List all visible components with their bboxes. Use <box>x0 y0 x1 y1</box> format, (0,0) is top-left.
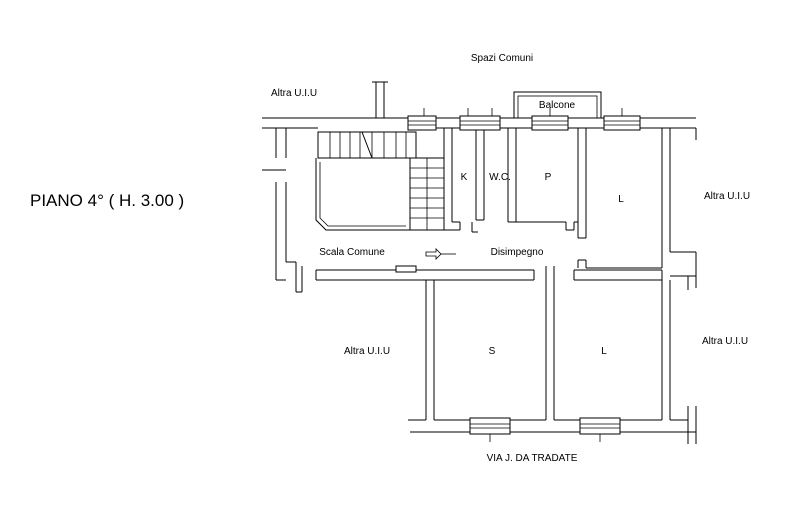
left-outer-wall <box>262 128 303 293</box>
label-balcone: Balcone <box>538 100 576 111</box>
staircase <box>315 131 445 231</box>
label-street: VIA J. DA TRADATE <box>486 453 578 464</box>
lower-rooms <box>408 280 697 444</box>
label-scala-comune: Scala Comune <box>319 247 385 258</box>
kitchen-wc-partitions <box>443 128 587 239</box>
label-s-room: S <box>488 346 496 357</box>
label-l-room-lower: L <box>601 346 607 357</box>
corridor-wall <box>315 248 663 281</box>
label-altra-uiu-left-lower: Altra U.I.U <box>343 346 391 357</box>
label-p-room: P <box>544 172 552 183</box>
label-wc: W.C. <box>489 172 511 183</box>
shaft <box>372 81 388 118</box>
floor-title: PIANO 4° ( H. 3.00 ) <box>30 191 185 210</box>
label-altra-uiu-right-lower: Altra U.I.U <box>701 336 749 347</box>
right-upper-walls <box>661 128 697 290</box>
label-l-room-upper: L <box>618 194 624 205</box>
top-windows <box>407 108 641 131</box>
label-disimpegno: Disimpegno <box>490 247 544 258</box>
bottom-windows <box>469 417 621 442</box>
label-altra-uiu-right-upper: Altra U.I.U <box>703 191 751 202</box>
label-kitchen: K <box>460 172 468 183</box>
label-spazi-comuni: Spazi Comuni <box>470 53 534 64</box>
label-altra-uiu-top-left: Altra U.I.U <box>270 88 318 99</box>
